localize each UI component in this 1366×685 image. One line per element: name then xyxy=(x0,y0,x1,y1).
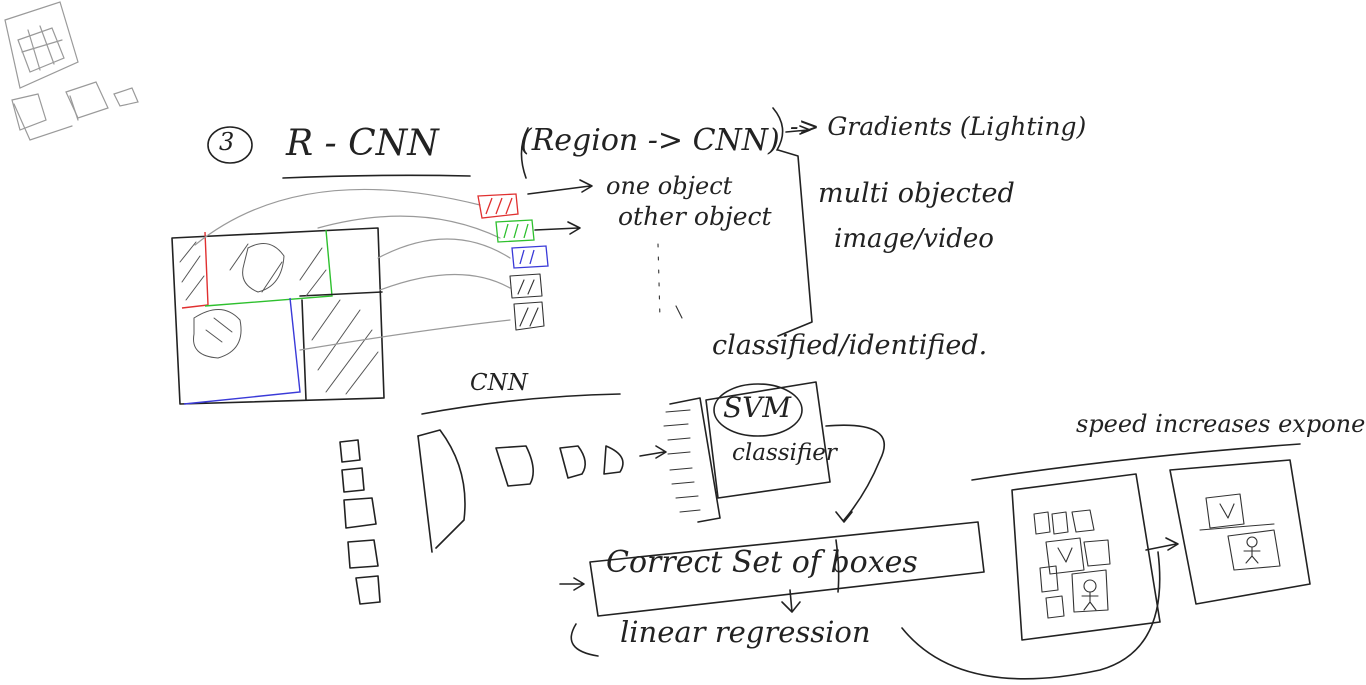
cnn-underline xyxy=(421,393,621,415)
svm-label: SVM xyxy=(723,391,792,424)
cnn-block-edge xyxy=(417,435,433,553)
speed-underline xyxy=(971,443,1301,481)
arrow-gradients xyxy=(785,125,811,135)
correct-set-label: Correct Set of boxes xyxy=(606,545,918,580)
region-bracket-right xyxy=(772,107,784,151)
classifier-label: classifier xyxy=(732,440,837,466)
image-video-label: image/video xyxy=(834,224,994,254)
arrow-to-boxes xyxy=(825,424,885,523)
gradients-label: -> Gradients (Lighting) xyxy=(790,112,1087,141)
feature-boxes-row xyxy=(495,445,667,487)
linear-regression-label: linear regression xyxy=(620,615,871,649)
feature-stack xyxy=(663,397,721,523)
speed-increases-label: speed increases exponentially xyxy=(1076,410,1366,438)
arrow-other-object xyxy=(534,221,581,235)
result-frame-before xyxy=(1011,473,1161,641)
cnn-block xyxy=(417,429,466,549)
step-number: 3 xyxy=(219,128,235,156)
title-underline xyxy=(282,174,471,179)
region-crops xyxy=(477,193,549,331)
region-bracket-left xyxy=(520,127,529,179)
loop-curve xyxy=(901,551,1161,680)
regression-hook xyxy=(570,623,599,657)
input-image-sketch xyxy=(171,227,385,405)
multi-objected-label: multi objected xyxy=(818,178,1015,209)
continuation-tick xyxy=(675,305,683,319)
svm-classifier-box xyxy=(705,381,831,499)
step-number-circle xyxy=(207,126,253,164)
arrow-one-object xyxy=(527,179,593,195)
cnn-label: CNN xyxy=(470,370,528,396)
arrow-result xyxy=(1145,537,1179,551)
continuation-dots xyxy=(657,243,661,321)
output-bracket xyxy=(777,149,813,337)
small-boxes-column xyxy=(339,439,381,605)
arrow-into-boxes xyxy=(559,577,585,591)
classified-identified-label: classified/identified. xyxy=(712,330,988,361)
thumbnail-sketch xyxy=(4,1,139,141)
region-cnn-label: (Region -> CNN) xyxy=(520,123,780,158)
other-object-label: other object xyxy=(618,202,772,231)
boxes-rectangle xyxy=(589,521,985,617)
result-frame-after xyxy=(1169,459,1311,605)
one-object-label: one object xyxy=(606,172,733,200)
boxes-divider xyxy=(835,539,840,593)
arrow-to-regression xyxy=(781,589,801,613)
page-title: R - CNN xyxy=(286,123,439,164)
region-curves xyxy=(194,188,511,351)
